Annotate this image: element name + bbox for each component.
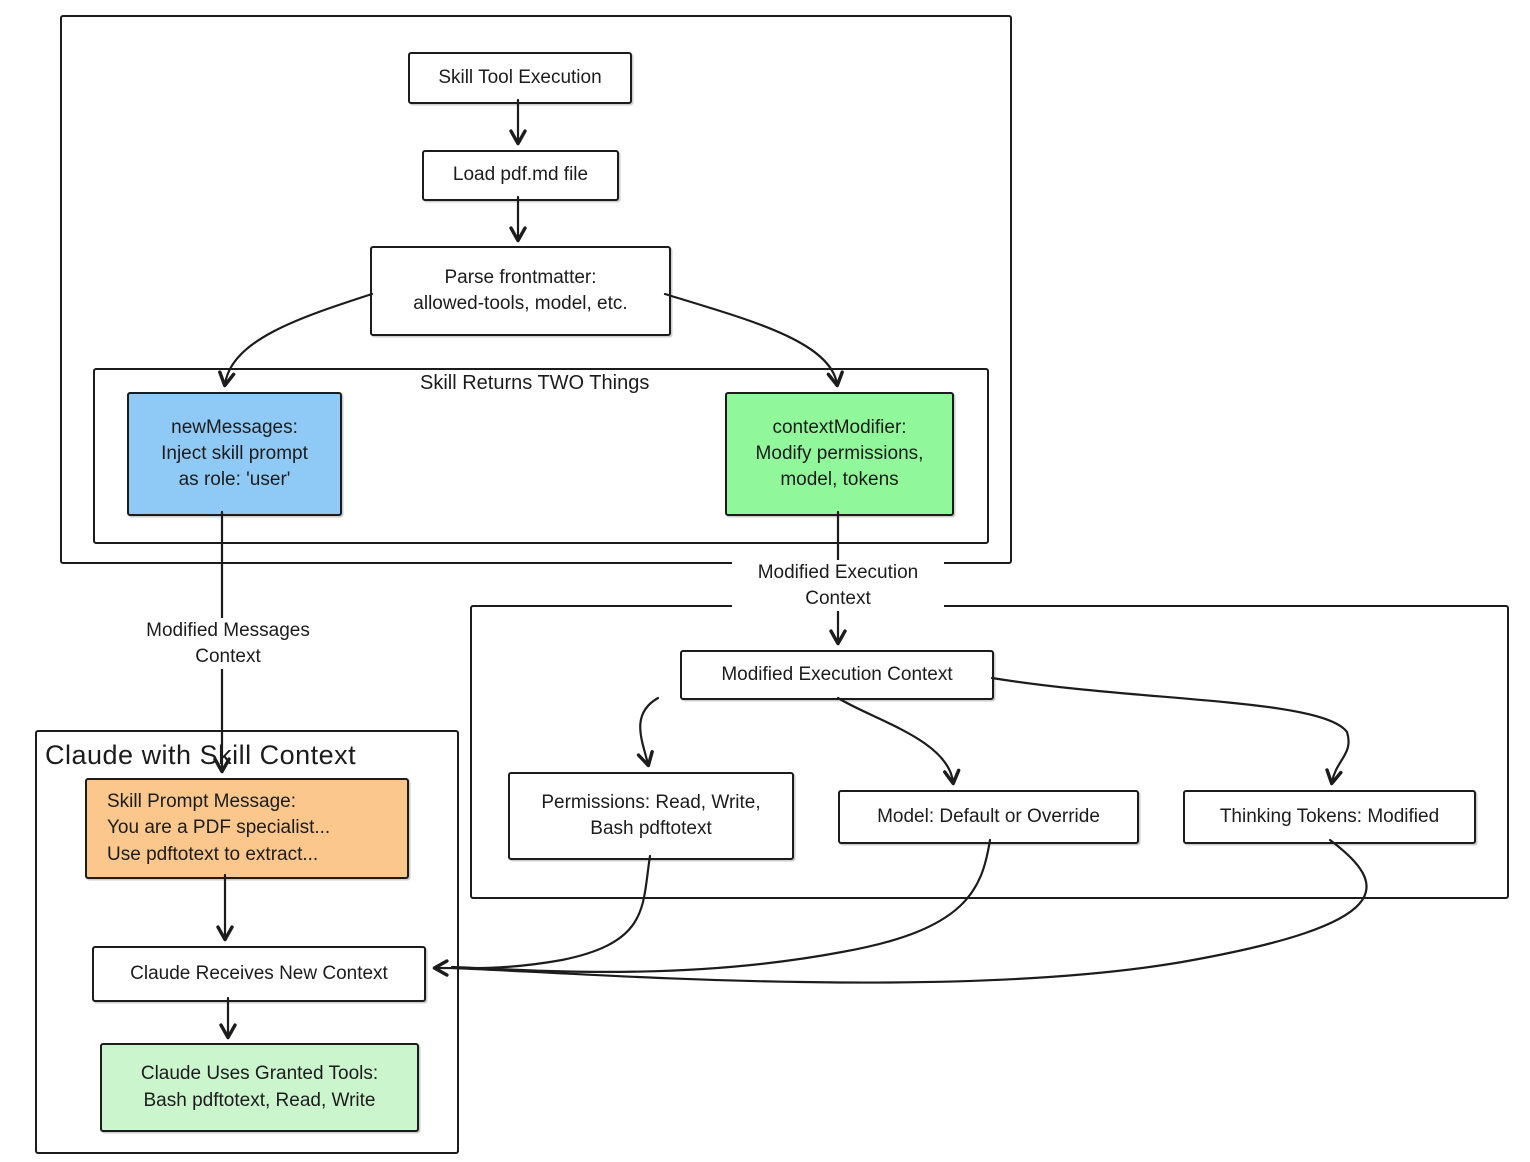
node-label: model, tokens <box>780 469 899 491</box>
node-permissions: Permissions: Read, Write, Bash pdftotext <box>508 772 794 860</box>
node-label: Claude Receives New Context <box>130 962 388 984</box>
node-label: Model: Default or Override <box>877 805 1100 827</box>
node-context-modifier: contextModifier: Modify permissions, mod… <box>725 392 954 516</box>
node-label: as role: 'user' <box>178 469 291 491</box>
node-thinking-tokens: Thinking Tokens: Modified <box>1183 790 1476 844</box>
node-label: Bash pdftotext <box>590 818 712 839</box>
node-skill-prompt-message: Skill Prompt Message: You are a PDF spec… <box>85 778 409 879</box>
node-skill-tool-execution: Skill Tool Execution <box>408 52 632 104</box>
skill-returns-title: Skill Returns TWO Things <box>420 372 650 394</box>
node-label: allowed-tools, model, etc. <box>413 293 628 314</box>
edge-label-line: Context <box>805 587 871 609</box>
edge-label-line: Modified Messages <box>146 620 310 641</box>
node-label: Modified Execution Context <box>721 663 953 685</box>
edge-label-modified-messages: Modified Messages Context <box>126 618 330 670</box>
node-claude-receives-context: Claude Receives New Context <box>92 946 426 1002</box>
node-label: contextModifier: <box>772 416 907 438</box>
node-modified-execution-context: Modified Execution Context <box>680 650 994 700</box>
node-model: Model: Default or Override <box>838 790 1139 844</box>
node-label: Parse frontmatter: <box>444 266 597 288</box>
edge-label-modified-execution: Modified Execution Context <box>732 560 944 612</box>
node-label: Modify permissions, <box>755 442 924 464</box>
node-label: newMessages: <box>171 416 298 438</box>
node-claude-uses-tools: Claude Uses Granted Tools: Bash pdftotex… <box>100 1043 419 1132</box>
edge-label-line: Context <box>195 645 261 667</box>
claude-context-title: Claude with Skill Context <box>45 740 357 770</box>
node-label: Load pdf.md file <box>452 164 589 186</box>
node-parse-frontmatter: Parse frontmatter: allowed-tools, model,… <box>370 246 671 336</box>
skill-execution-container <box>60 15 1012 564</box>
node-label: Inject skill prompt <box>161 442 308 464</box>
node-label: Use pdftotext to extract... <box>107 843 319 865</box>
node-label: You are a PDF specialist... <box>107 817 331 839</box>
skill-returns-container <box>93 368 989 544</box>
node-new-messages: newMessages: Inject skill prompt as role… <box>127 392 342 516</box>
node-label: Bash pdftotext, Read, Write <box>143 1089 376 1111</box>
edge-label-line: Modified Execution <box>757 562 919 583</box>
node-label: Claude Uses Granted Tools: <box>140 1063 379 1085</box>
node-load-pdf-file: Load pdf.md file <box>422 150 619 201</box>
node-label: Skill Prompt Message: <box>107 791 297 813</box>
node-label: Skill Tool Execution <box>438 66 602 88</box>
node-label: Permissions: Read, Write, <box>541 791 761 813</box>
node-label: Thinking Tokens: Modified <box>1219 805 1440 827</box>
